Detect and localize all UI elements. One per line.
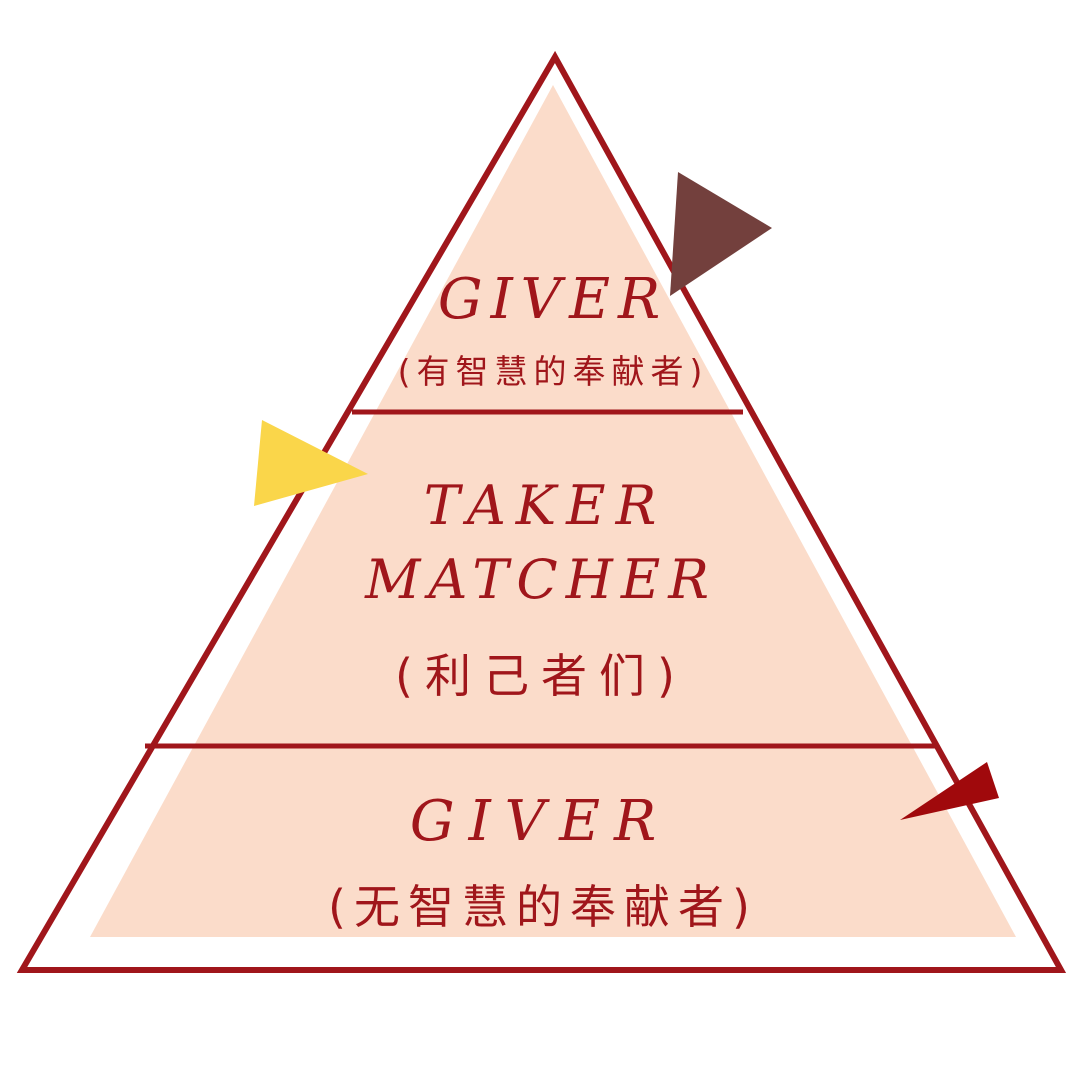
top-tier-subtitle: (有智慧的奉献者): [398, 352, 709, 391]
bottom-tier-title: GIVER: [410, 789, 670, 854]
middle-tier-title-matcher: MATCHER: [364, 548, 717, 611]
pyramid-fill: [90, 85, 1016, 937]
pointer-red-icon: [900, 762, 999, 820]
pointer-brown-icon: [670, 172, 772, 296]
top-tier-title: GIVER: [438, 267, 668, 332]
middle-tier-title-taker: TAKER: [424, 474, 666, 537]
pointer-yellow-icon: [254, 420, 368, 506]
middle-tier-subtitle: (利己者们): [395, 649, 687, 703]
pyramid-outline: [16, 50, 1067, 973]
bottom-tier-subtitle: (无智慧的奉献者): [328, 880, 758, 934]
